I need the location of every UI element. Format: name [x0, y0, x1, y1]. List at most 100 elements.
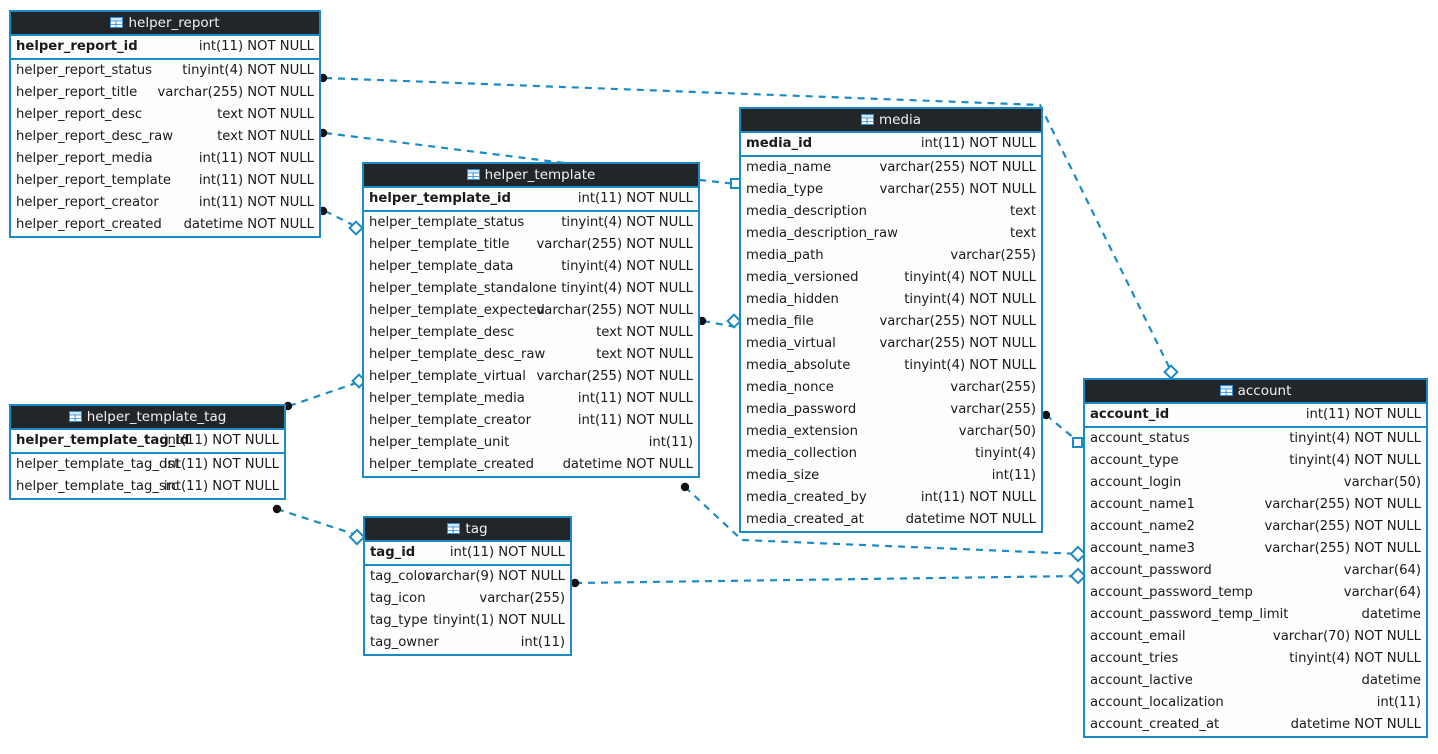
edge-helper-template-tag-to-helper-template	[288, 380, 360, 408]
column-row[interactable]: media_size int(11)	[741, 465, 1041, 487]
column-type: int(11)	[991, 468, 1036, 483]
table-header-tag[interactable]: tag	[365, 518, 570, 540]
column-row[interactable]: account_name3 varchar(255) NOT NULL	[1085, 538, 1426, 560]
column-name: tag_id	[370, 545, 416, 560]
column-type: varchar(255) NOT NULL	[1264, 497, 1422, 512]
column-type: tinyint(4) NOT NULL	[904, 358, 1036, 373]
column-name: tag_icon	[370, 591, 426, 606]
column-name: media_file	[746, 314, 814, 329]
column-name: helper_report_media	[16, 151, 153, 166]
column-name: account_name2	[1090, 519, 1195, 534]
column-type: varchar(255) NOT NULL	[1264, 541, 1422, 556]
column-name: media_absolute	[746, 358, 851, 373]
table-header-account[interactable]: account	[1085, 380, 1426, 402]
column-name: media_extension	[746, 424, 858, 439]
column-name: media_description	[746, 204, 867, 219]
endpoint-hollow-diamond	[1163, 364, 1179, 380]
column-type: text	[1009, 226, 1036, 241]
column-type: varchar(64)	[1343, 563, 1421, 578]
table-header-media[interactable]: media	[741, 109, 1041, 131]
column-name: account_created_at	[1090, 717, 1220, 732]
primary-key-row[interactable]: tag_id int(11) NOT NULL	[365, 540, 570, 566]
column-name: account_name3	[1090, 541, 1195, 556]
table-header-helper_report[interactable]: helper_report	[11, 12, 319, 34]
column-name: media_size	[746, 468, 820, 483]
column-name: helper_template_standalone	[369, 281, 557, 296]
column-name: helper_template_tag_src	[16, 479, 179, 494]
table-header-helper_template_tag[interactable]: helper_template_tag	[11, 406, 284, 428]
column-row[interactable]: media_absolute tinyint(4) NOT NULL	[741, 355, 1041, 377]
column-type: int(11) NOT NULL	[449, 545, 565, 560]
column-type: varchar(255) NOT NULL	[879, 160, 1037, 175]
endpoint-filled-dot	[1041, 410, 1051, 420]
table-header-helper_template[interactable]: helper_template	[364, 164, 698, 186]
